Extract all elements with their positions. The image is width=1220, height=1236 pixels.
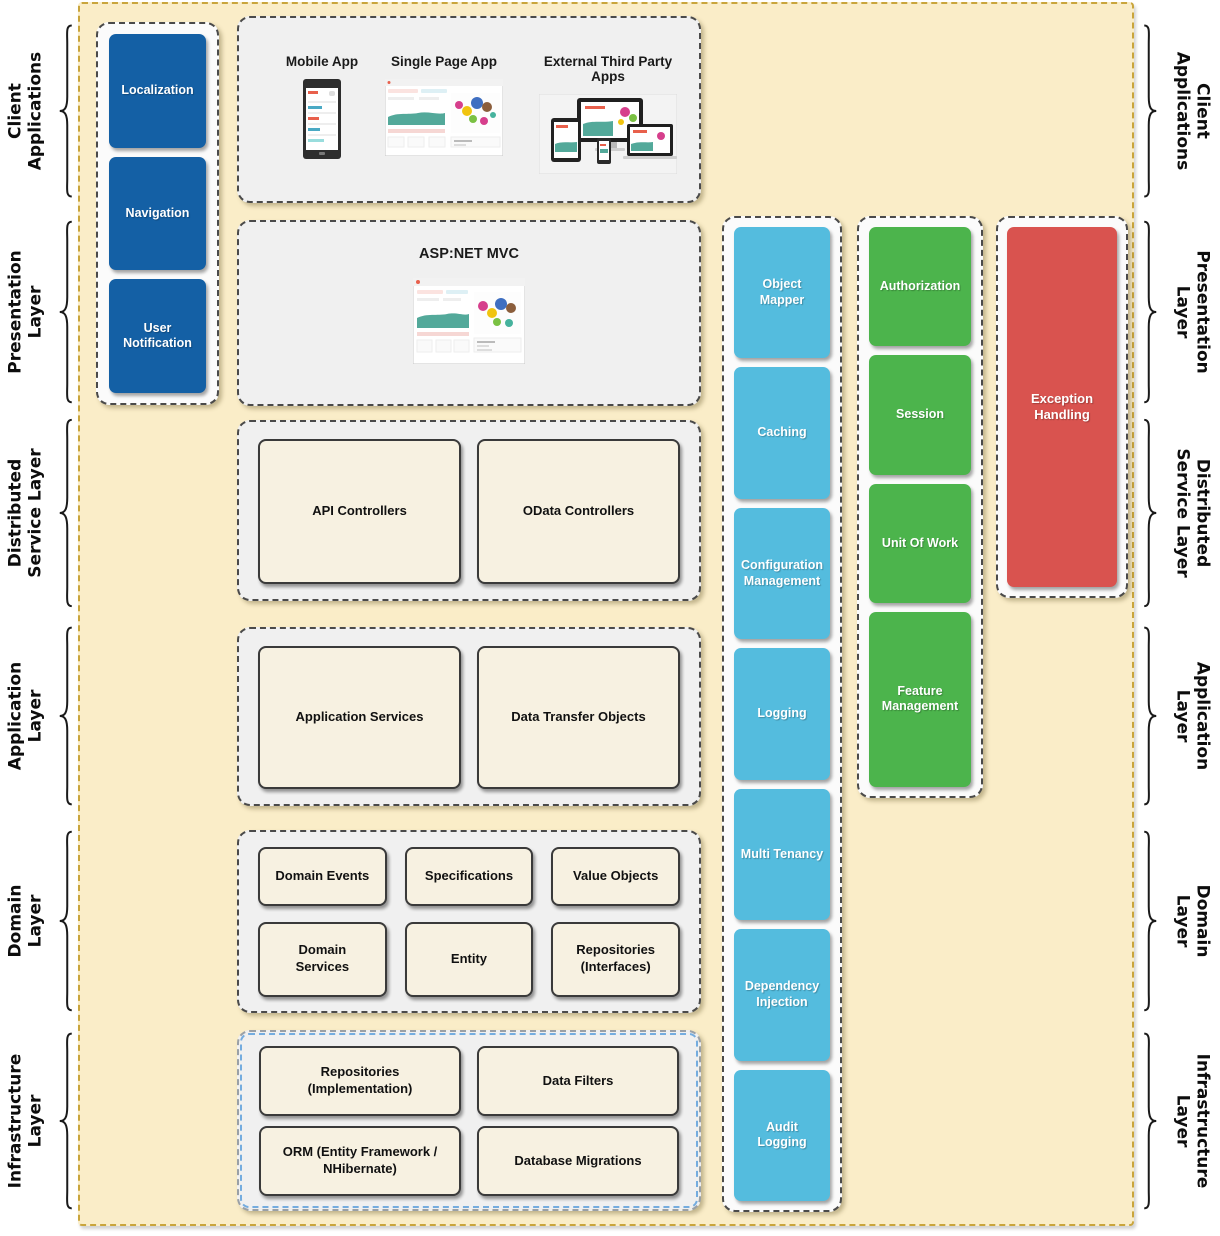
box-domain-services: Domain Services <box>258 921 387 997</box>
box-logging: Logging <box>734 648 830 780</box>
infrastructure-inner-border: Repositories (Implementation) Data Filte… <box>240 1033 698 1208</box>
box-application-services: Application Services <box>258 646 461 789</box>
curly-brace-icon <box>1142 624 1160 808</box>
box-feature-management: Feature Management <box>869 611 971 787</box>
layer-label-infrastructure-left: Infrastructure Layer <box>0 1028 78 1214</box>
box-specifications: Specifications <box>404 847 534 906</box>
box-caching: Caching <box>734 367 830 499</box>
box-odata-controllers: OData Controllers <box>477 439 680 584</box>
box-exception-handling: Exception Handling <box>1007 227 1117 587</box>
box-repositories-interfaces: Repositories (Interfaces) <box>551 921 680 997</box>
box-navigation: Navigation <box>109 156 206 271</box>
box-dependency-injection: Dependency Injection <box>734 929 830 1061</box>
box-user-notification: User Notification <box>109 279 206 394</box>
curly-brace-icon <box>1142 218 1160 406</box>
layer-label-client-applications-left: Client Applications <box>0 20 78 202</box>
layer-label-presentation-left: Presentation Layer <box>0 216 78 408</box>
aspnet-mvc-illustration <box>413 278 525 364</box>
box-authorization: Authorization <box>869 227 971 347</box>
box-repositories-implementation: Repositories (Implementation) <box>259 1046 461 1116</box>
layer-label-infrastructure-right: Infrastructure Layer <box>1140 1028 1220 1214</box>
curly-brace-icon <box>56 828 74 1014</box>
layer-label-application-right: Application Layer <box>1140 622 1220 810</box>
layer-label-distributed-service-left: Distributed Service Layer <box>0 414 78 612</box>
box-data-filters: Data Filters <box>477 1046 679 1116</box>
infrastructure-layer-panel: Repositories (Implementation) Data Filte… <box>237 1030 701 1211</box>
external-apps-illustration <box>539 94 677 174</box>
layer-label-application-left: Application Layer <box>0 622 78 810</box>
box-orm: ORM (Entity Framework / NHibernate) <box>259 1126 461 1196</box>
client-applications-panel: Mobile App Single Page App <box>237 16 701 203</box>
box-data-transfer-objects: Data Transfer Objects <box>477 646 680 789</box>
client-app-spa: Single Page App <box>379 54 509 161</box>
box-audit-logging: Audit Logging <box>734 1069 830 1201</box>
cross-cutting-red-panel: Exception Handling <box>996 216 1128 598</box>
box-configuration-management: Configuration Management <box>734 507 830 640</box>
distributed-service-panel: API Controllers OData Controllers <box>237 420 701 601</box>
curly-brace-icon <box>1142 1030 1160 1212</box>
cross-cutting-cyan-panel: Object Mapper Caching Configuration Mana… <box>722 216 842 1212</box>
mobile-app-illustration <box>303 79 341 159</box>
layer-label-domain-right: Domain Layer <box>1140 826 1220 1016</box>
curly-brace-icon <box>56 624 74 808</box>
box-domain-events: Domain Events <box>258 847 387 906</box>
map-blobs <box>474 292 521 334</box>
presentation-common-panel: Localization Navigation User Notificatio… <box>96 22 219 405</box>
curly-brace-icon <box>1142 416 1160 610</box>
box-value-objects: Value Objects <box>551 847 680 906</box>
single-page-app-label: Single Page App <box>390 54 498 69</box>
layer-label-domain-left: Domain Layer <box>0 826 78 1016</box>
aspnet-mvc-title: ASP:NET MVC <box>419 246 519 262</box>
external-third-party-apps-label: External Third Party Apps <box>543 54 673 84</box>
curly-brace-icon <box>1142 828 1160 1014</box>
single-page-app-illustration <box>385 79 503 156</box>
layer-label-client-applications-right: Client Applications <box>1140 20 1220 202</box>
box-object-mapper: Object Mapper <box>734 227 830 359</box>
box-multi-tenancy: Multi Tenancy <box>734 788 830 921</box>
layer-label-presentation-right: Presentation Layer <box>1140 216 1220 408</box>
curly-brace-icon <box>1142 22 1160 200</box>
box-localization: Localization <box>109 34 206 148</box>
application-layer-panel: Application Services Data Transfer Objec… <box>237 627 701 806</box>
curly-brace-icon <box>56 416 74 610</box>
box-session: Session <box>869 355 971 475</box>
curly-brace-icon <box>56 22 74 200</box>
box-api-controllers: API Controllers <box>258 439 461 584</box>
domain-layer-panel: Domain Events Specifications Value Objec… <box>237 830 701 1013</box>
map-blobs <box>451 93 500 133</box>
box-database-migrations: Database Migrations <box>477 1126 679 1196</box>
client-app-external: External Third Party Apps <box>527 54 689 179</box>
layer-label-distributed-service-right: Distributed Service Layer <box>1140 414 1220 612</box>
aspnet-mvc-panel: ASP:NET MVC <box>237 220 701 406</box>
cross-cutting-green-panel: Authorization Session Unit Of Work Featu… <box>857 216 983 798</box>
curly-brace-icon <box>56 1030 74 1212</box>
client-app-mobile: Mobile App <box>267 54 377 164</box>
box-unit-of-work: Unit Of Work <box>869 483 971 603</box>
mobile-app-label: Mobile App <box>285 54 359 69</box>
curly-brace-icon <box>56 218 74 406</box>
box-entity: Entity <box>404 921 534 997</box>
